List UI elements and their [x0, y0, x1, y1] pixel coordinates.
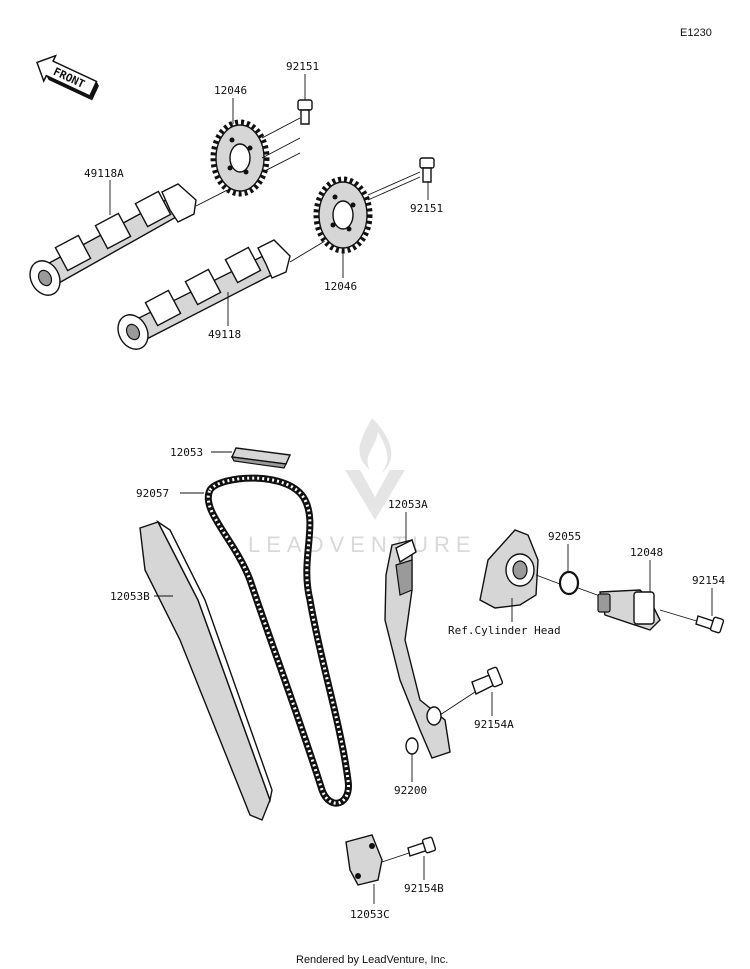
assembly-line-sprocket-bolt-lower [367, 171, 421, 201]
assembly-line-lower [289, 237, 331, 263]
chain-guide-12053 [230, 447, 292, 469]
label-49118[interactable]: 49118 [208, 328, 241, 341]
bolt-92151-right [419, 157, 435, 183]
label-92055[interactable]: 92055 [548, 530, 581, 543]
timing-chain-92057 [204, 474, 352, 807]
label-12046-bottom[interactable]: 12046 [324, 280, 357, 293]
sprocket-12046-lower [313, 176, 373, 254]
assembly-line-head-oring [535, 574, 561, 585]
label-92154B[interactable]: 92154B [404, 882, 444, 895]
label-92151-top[interactable]: 92151 [286, 60, 319, 73]
label-12053[interactable]: 12053 [170, 446, 203, 459]
label-92057[interactable]: 92057 [136, 487, 169, 500]
oring-92055 [558, 570, 580, 596]
diagram-code: E1230 [680, 27, 712, 39]
label-12046-top[interactable]: 12046 [214, 84, 247, 97]
label-12053B[interactable]: 12053B [110, 590, 150, 603]
assembly-line-oring-tensioner [577, 587, 601, 597]
camshaft-49118 [117, 239, 291, 350]
label-92200[interactable]: 92200 [394, 784, 427, 797]
watermark-text: LEADVENTURE [248, 532, 477, 557]
footer-credit: Rendered by LeadVenture, Inc. [296, 954, 448, 966]
assembly-line-guide-bolt [381, 851, 413, 863]
label-92151-right[interactable]: 92151 [410, 202, 443, 215]
cylinder-head-ref [479, 529, 539, 609]
chain-guide-12053A [384, 539, 451, 759]
chain-guide-12053B [139, 519, 273, 821]
bolt-92154B [407, 836, 437, 857]
assembly-line-sprocket-bolt [261, 117, 301, 159]
label-92154[interactable]: 92154 [692, 574, 725, 587]
sprocket-12046-upper [210, 119, 270, 197]
watermark-logo-icon [345, 418, 405, 520]
chain-guide-12053C [345, 834, 383, 886]
label-12048[interactable]: 12048 [630, 546, 663, 559]
bolt-92154 [695, 615, 725, 634]
camshaft-49118A [29, 183, 197, 296]
label-49118A[interactable]: 49118A [84, 167, 124, 180]
label-92154A[interactable]: 92154A [474, 718, 514, 731]
label-12053A[interactable]: 12053A [388, 498, 428, 511]
bolt-92151-top [297, 99, 313, 125]
bolt-92154A [439, 666, 504, 716]
label-12053C[interactable]: 12053C [350, 908, 390, 921]
label-ref-cylinder-head: Ref.Cylinder Head [448, 624, 561, 637]
tensioner-12048 [597, 589, 661, 631]
assembly-line-tensioner-bolt [659, 609, 701, 623]
washer-92200 [405, 737, 419, 755]
front-arrow-icon: FRONT [36, 54, 99, 101]
